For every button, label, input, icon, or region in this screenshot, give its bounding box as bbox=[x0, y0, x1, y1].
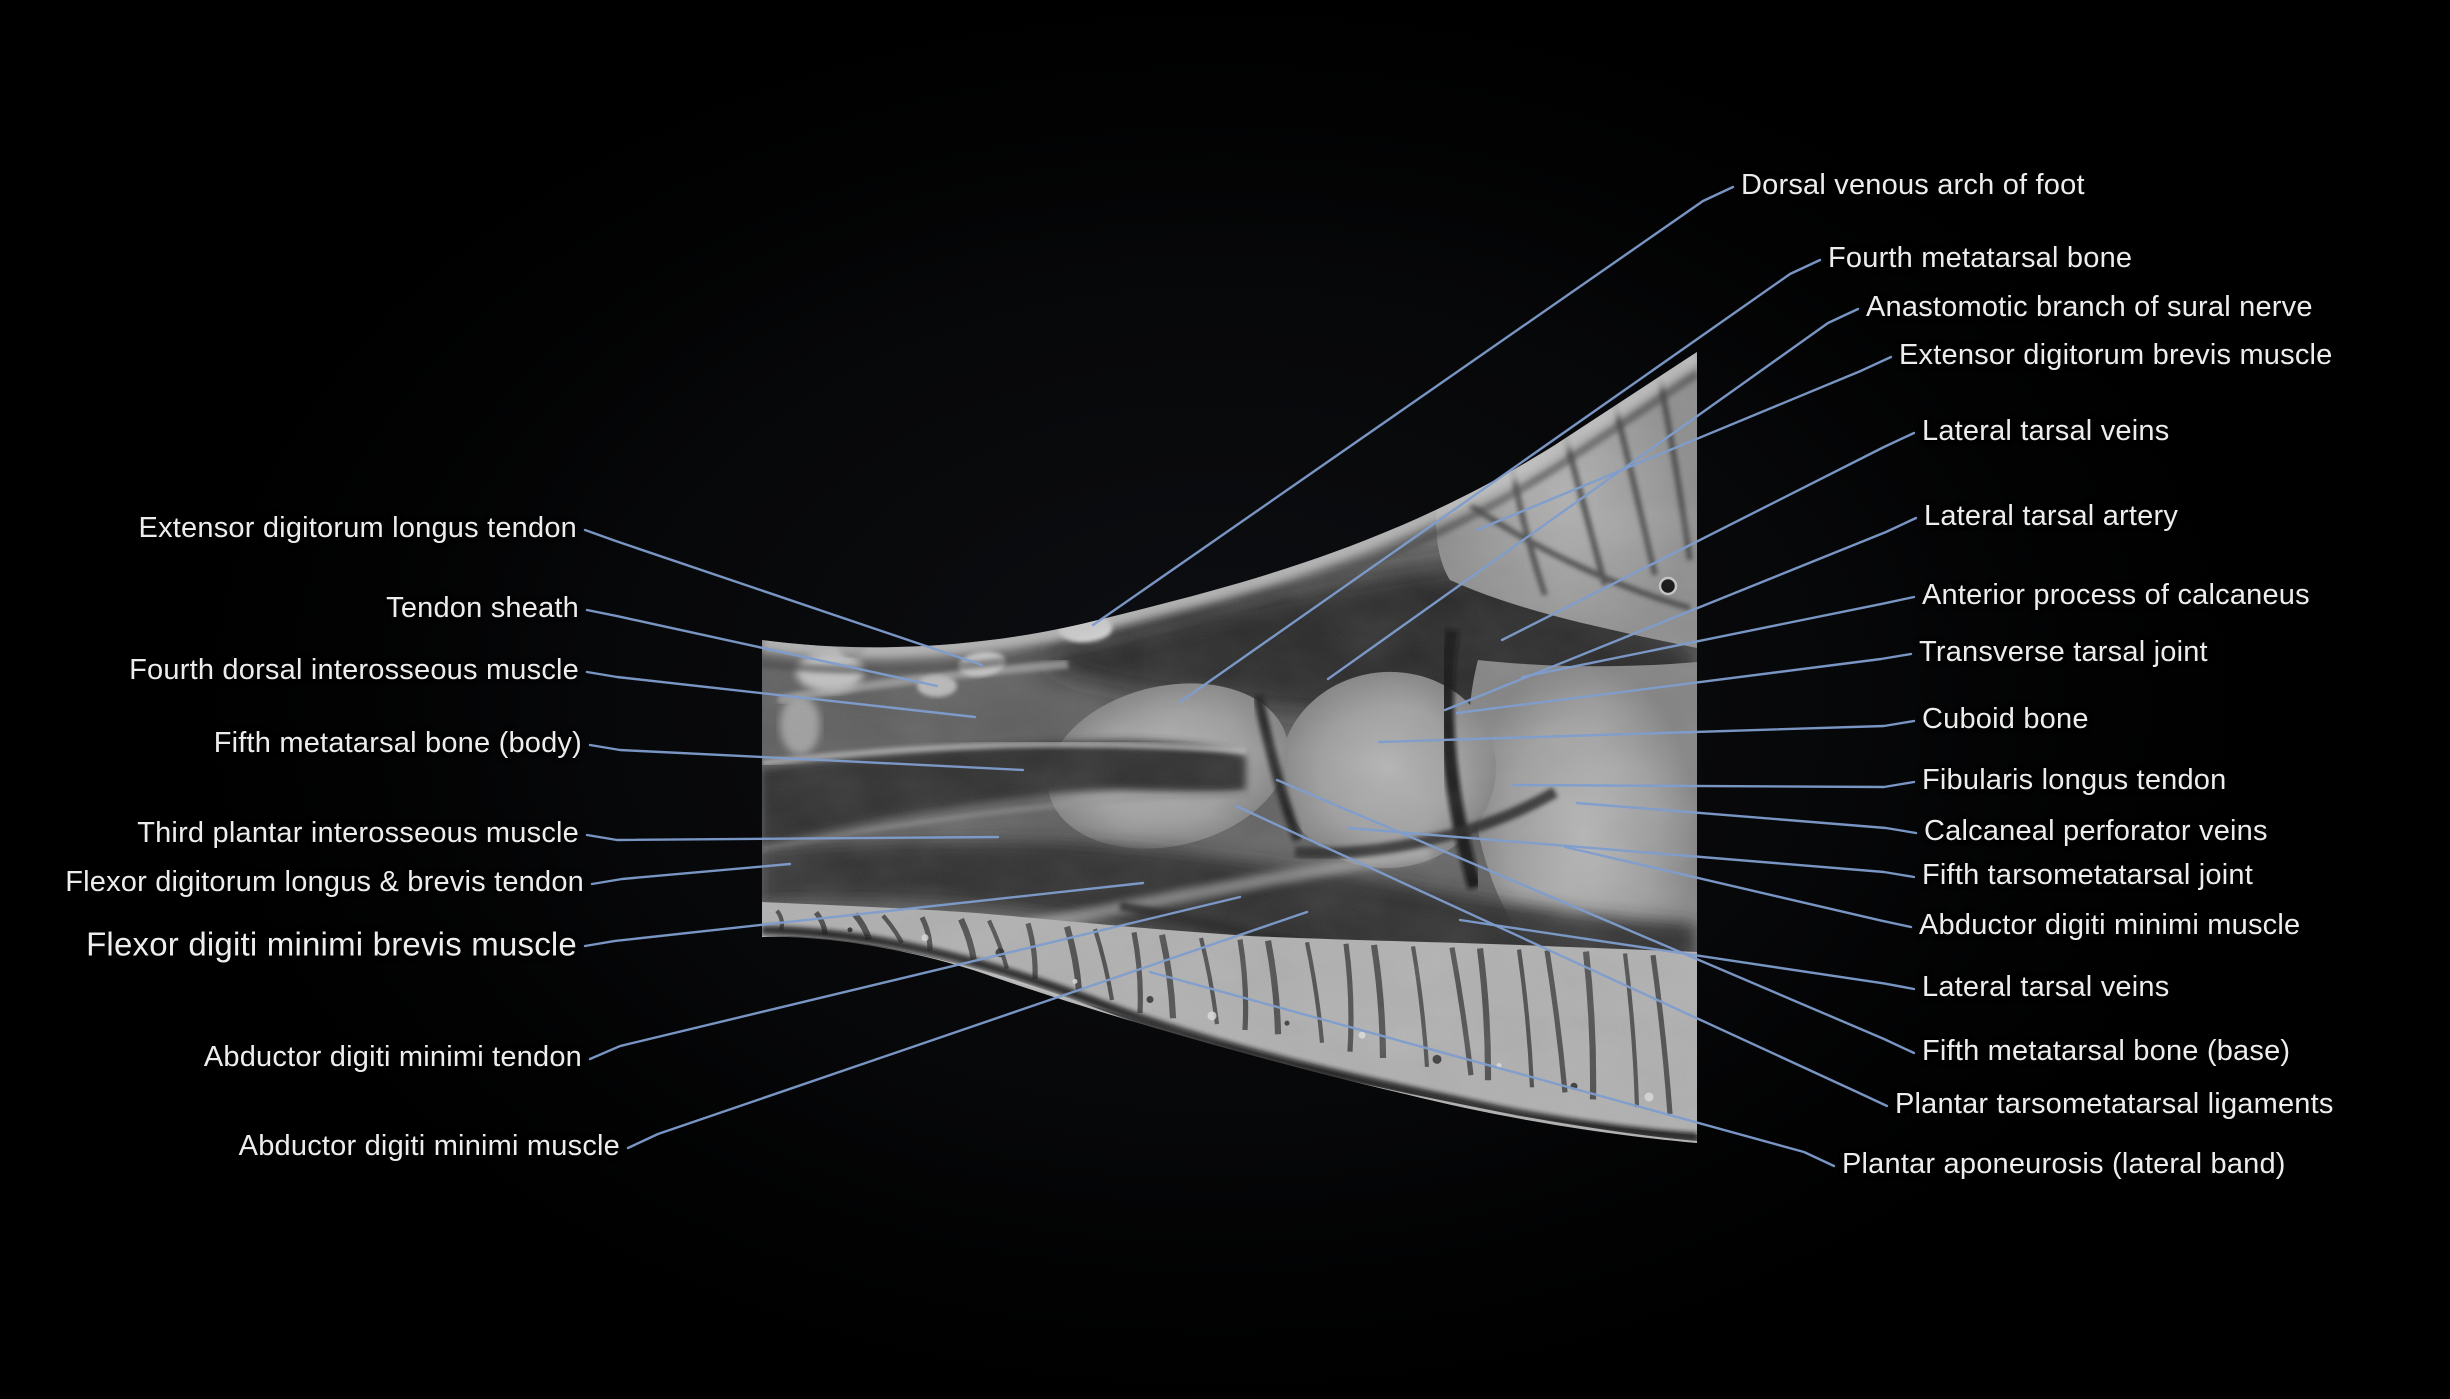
anatomy-label-text: Extensor digitorum brevis muscle bbox=[1899, 339, 2333, 372]
anatomy-label-text: Third plantar interosseous muscle bbox=[137, 817, 579, 850]
anatomy-label: Cuboid bone bbox=[1922, 703, 2089, 736]
anatomy-label: Flexor digitorum longus & brevis tendon bbox=[65, 866, 584, 899]
anatomy-label-text: Anastomotic branch of sural nerve bbox=[1866, 291, 2313, 324]
anatomy-label: Lateral tarsal artery bbox=[1924, 500, 2178, 533]
anatomy-label-text: Lateral tarsal artery bbox=[1924, 500, 2179, 533]
leader-line bbox=[1500, 431, 1916, 642]
leader-line bbox=[588, 743, 1025, 772]
leader-line bbox=[585, 608, 939, 688]
anatomy-label-text: Abductor digiti minimi tendon bbox=[203, 1041, 582, 1074]
leader-line bbox=[1520, 595, 1916, 679]
anatomy-label-text: Calcaneal perforator veins bbox=[1924, 815, 2268, 848]
anatomy-label: Lateral tarsal veins bbox=[1922, 415, 2169, 448]
leader-line bbox=[626, 910, 1309, 1150]
leader-line bbox=[1475, 355, 1893, 532]
anatomy-label: Lateral tarsal veins bbox=[1922, 971, 2169, 1004]
anatomy-label: Anastomotic branch of sural nerve bbox=[1866, 291, 2313, 324]
anatomy-label-text: Dorsal venous arch of foot bbox=[1741, 169, 2085, 202]
anatomy-label: Fibularis longus tendon bbox=[1922, 764, 2226, 797]
anatomy-label-text: Extensor digitorum longus tendon bbox=[138, 512, 577, 545]
anatomy-label: Abductor digiti minimi muscle bbox=[1919, 909, 2300, 942]
anatomy-label: Tendon sheath bbox=[386, 592, 579, 625]
anatomy-label: Fifth tarsometatarsal joint bbox=[1922, 859, 2253, 892]
anatomy-label-text: Anterior process of calcaneus bbox=[1922, 579, 2310, 612]
anatomy-label-text: Transverse tarsal joint bbox=[1919, 636, 2208, 669]
anatomy-label: Third plantar interosseous muscle bbox=[137, 817, 579, 850]
leader-lines bbox=[583, 185, 1918, 1168]
anatomy-label: Extensor digitorum brevis muscle bbox=[1899, 339, 2333, 372]
leader-line bbox=[583, 528, 984, 667]
anatomy-label-text: Lateral tarsal veins bbox=[1922, 971, 2170, 1004]
leader-line bbox=[1178, 258, 1822, 704]
leader-line bbox=[1563, 845, 1913, 929]
leader-line bbox=[1443, 516, 1918, 712]
leader-line bbox=[588, 895, 1242, 1061]
leader-line bbox=[585, 833, 1000, 842]
anatomy-label: Anterior process of calcaneus bbox=[1922, 579, 2310, 612]
anatomy-label-text: Flexor digitorum longus & brevis tendon bbox=[65, 866, 584, 899]
anatomy-label-text: Abductor digiti minimi muscle bbox=[238, 1130, 620, 1163]
anatomy-label-text: Fifth metatarsal bone (base) bbox=[1922, 1035, 2291, 1068]
anatomy-label-text: Plantar aponeurosis (lateral band) bbox=[1842, 1148, 2286, 1181]
anatomy-label-text: Fourth dorsal interosseous muscle bbox=[129, 654, 579, 687]
anatomy-label-text: Lateral tarsal veins bbox=[1922, 415, 2170, 448]
anatomy-label-text: Fifth tarsometatarsal joint bbox=[1922, 859, 2253, 892]
anatomy-label-text: Plantar tarsometatarsal ligaments bbox=[1895, 1088, 2334, 1121]
anatomy-label: Plantar tarsometatarsal ligaments bbox=[1895, 1088, 2334, 1121]
anatomy-label: Flexor digiti minimi brevis muscle bbox=[86, 925, 577, 963]
leader-line bbox=[590, 862, 792, 886]
anatomy-label: Calcaneal perforator veins bbox=[1924, 815, 2268, 848]
anatomy-label-text: Fibularis longus tendon bbox=[1922, 764, 2227, 797]
leader-line bbox=[585, 670, 977, 719]
leader-line bbox=[1377, 719, 1916, 744]
anatomy-label: Fourth dorsal interosseous muscle bbox=[129, 654, 579, 687]
anatomy-label-text: Fourth metatarsal bone bbox=[1828, 242, 2133, 275]
leader-line bbox=[1458, 918, 1916, 991]
leader-line bbox=[1575, 801, 1918, 835]
anatomy-label: Dorsal venous arch of foot bbox=[1741, 169, 2085, 202]
anatomy-label-text: Fifth metatarsal bone (body) bbox=[213, 727, 582, 760]
anatomy-label: Fifth metatarsal bone (base) bbox=[1922, 1035, 2290, 1068]
leader-line bbox=[1091, 185, 1735, 627]
anatomy-label-text: Flexor digiti minimi brevis muscle bbox=[86, 925, 577, 963]
anatomy-label: Abductor digiti minimi muscle bbox=[239, 1130, 620, 1163]
leader-line bbox=[1275, 778, 1916, 1055]
anatomy-label-text: Tendon sheath bbox=[386, 592, 579, 625]
anatomy-label-text: Cuboid bone bbox=[1922, 703, 2089, 736]
anatomy-label: Abductor digiti minimi tendon bbox=[204, 1041, 582, 1074]
leader-line bbox=[1346, 826, 1916, 879]
leader-line bbox=[583, 881, 1145, 948]
leader-line bbox=[1455, 652, 1913, 715]
leader-line bbox=[1234, 804, 1889, 1108]
anatomy-label: Transverse tarsal joint bbox=[1919, 636, 2208, 669]
anatomy-label-text: Abductor digiti minimi muscle bbox=[1919, 909, 2301, 942]
leader-line bbox=[1148, 970, 1836, 1168]
leader-line bbox=[1326, 307, 1860, 681]
leader-line bbox=[1511, 780, 1916, 789]
anatomy-label: Fourth metatarsal bone bbox=[1828, 242, 2132, 275]
anatomy-label: Fifth metatarsal bone (body) bbox=[214, 727, 582, 760]
anatomy-label: Extensor digitorum longus tendon bbox=[139, 512, 577, 545]
anatomy-label: Plantar aponeurosis (lateral band) bbox=[1842, 1148, 2286, 1181]
